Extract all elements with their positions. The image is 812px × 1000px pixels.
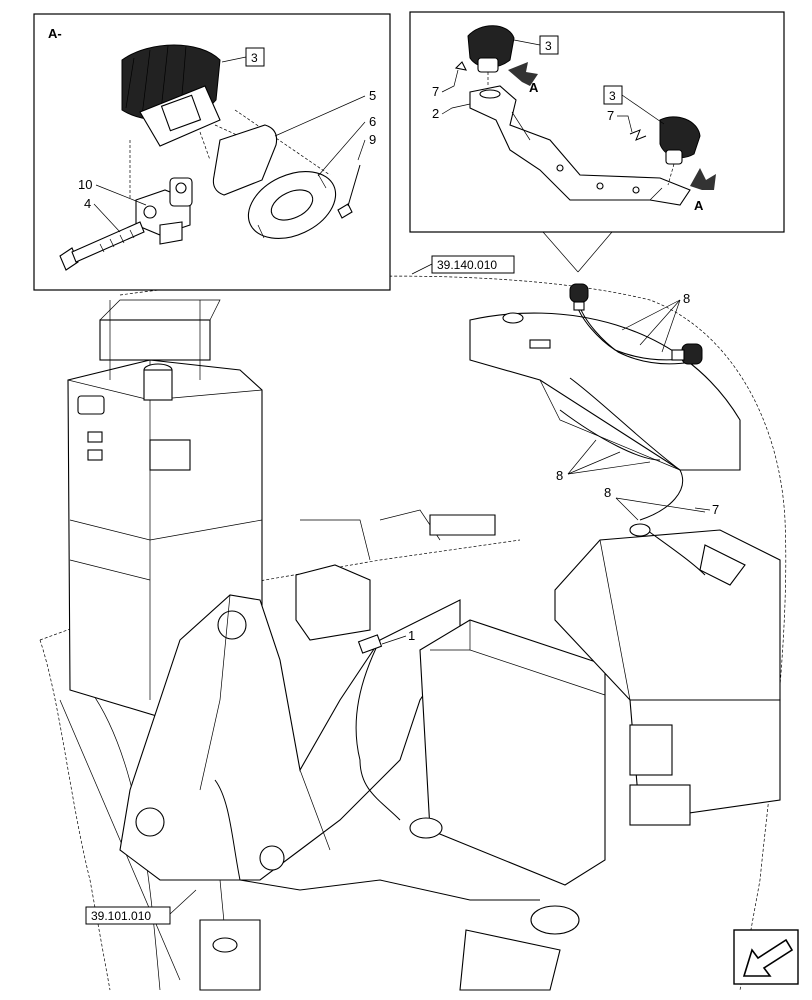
callout-lamp-top: 3 (545, 39, 552, 53)
machine-frame-drawing (39, 275, 787, 991)
callout-pin-right: 7 (607, 108, 614, 123)
screw-icon (337, 203, 353, 219)
detail-b-panel: 3 3 7 7 2 A A (409, 11, 785, 273)
view-arrow-right-icon (690, 168, 716, 190)
callout-harness-top: 8 (683, 291, 690, 306)
callout-harness-lower: 8 (604, 485, 611, 500)
callout-clip: 7 (712, 502, 719, 517)
callout-bolt: 4 (84, 196, 91, 211)
callout-view-a-right: A (694, 198, 704, 213)
callout-harness-middle: 8 (556, 468, 563, 483)
work-lamp-top-icon (467, 25, 515, 73)
detail-a-title: A- (48, 26, 62, 41)
callout-lamp: 3 (251, 51, 258, 65)
arrow-left-down-icon[interactable] (733, 929, 799, 985)
callout-switch: 1 (408, 628, 415, 643)
bolt-icon (59, 221, 145, 271)
ref-top: 39.140.010 (437, 258, 497, 272)
callout-pin-top: 7 (432, 84, 439, 99)
ref-bottom: 39.101.010 (91, 909, 151, 923)
mounting-ring-icon (247, 171, 337, 239)
callout-lamp-right: 3 (609, 89, 616, 103)
work-lamp-icon (121, 44, 221, 147)
callout-bracket: 10 (78, 177, 92, 192)
callout-cover: 5 (369, 88, 376, 103)
callout-screw: 9 (369, 132, 376, 147)
mounting-bracket-icon (135, 177, 193, 245)
lens-cover-icon (212, 124, 278, 196)
callout-view-a-top: A (529, 80, 539, 95)
callout-ring: 6 (369, 114, 376, 129)
detail-a-panel: A- (33, 13, 391, 291)
callout-bracket-arm: 2 (432, 106, 439, 121)
view-arrow-top-icon (508, 62, 538, 86)
work-lamp-right-icon (659, 116, 701, 165)
main-callouts: 39.140.010 39.101.010 1 8 8 8 7 (85, 255, 719, 925)
